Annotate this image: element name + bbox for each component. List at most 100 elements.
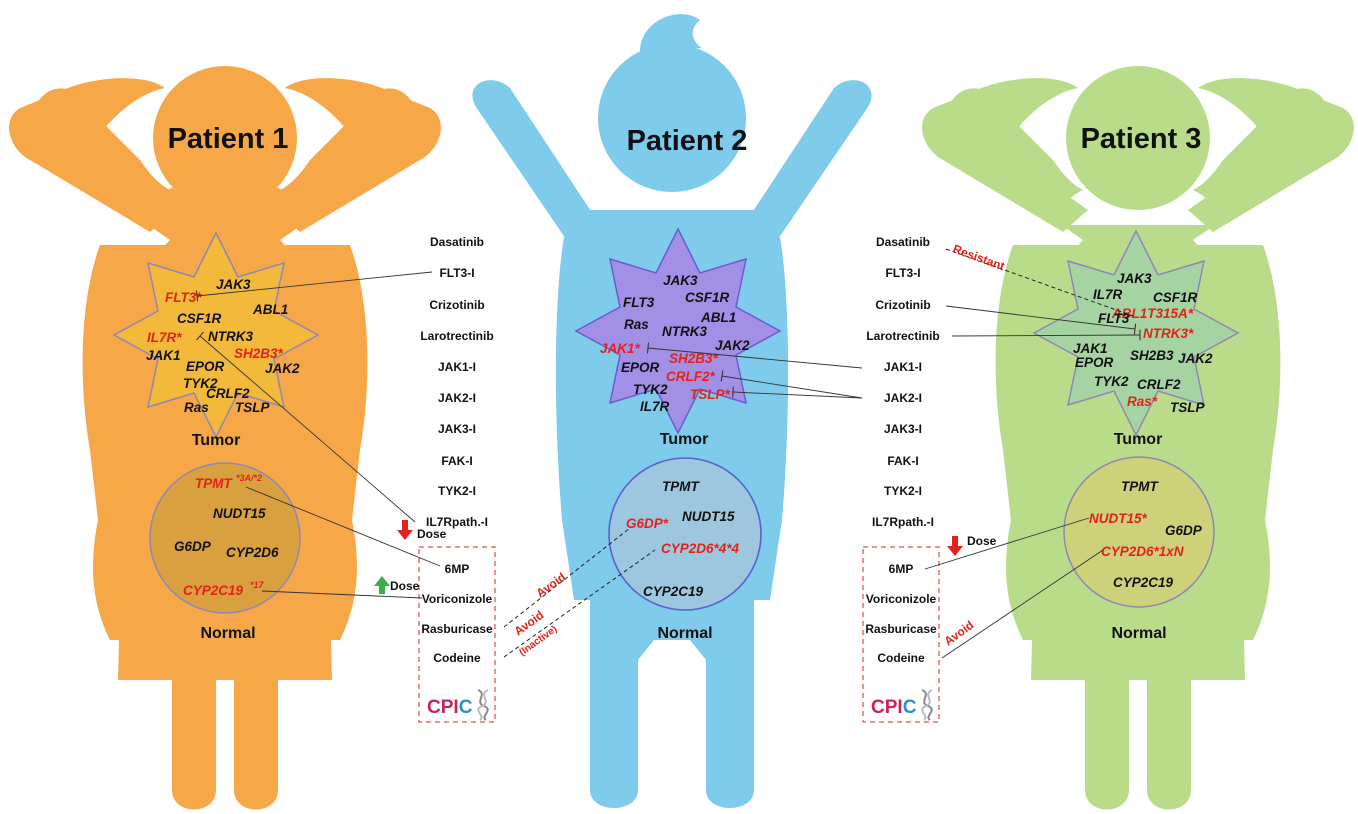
drug-tyk2-i: TYK2-I	[438, 484, 476, 498]
cpic-drug-voriconizole: Voriconizole	[422, 592, 493, 606]
cpic-drug-voriconizole: Voriconizole	[866, 592, 937, 606]
dose-down-arrow-icon	[947, 536, 963, 556]
gene-g6dp: G6DP	[174, 539, 212, 554]
drug-crizotinib: Crizotinib	[875, 298, 930, 312]
gene-nudt15: NUDT15	[213, 506, 266, 521]
patient-2-tumor-label: Tumor	[660, 431, 709, 448]
right-tumor-drug-list: Dasatinib FLT3-I Crizotinib Larotrectini…	[866, 235, 939, 529]
gene-jak2: JAK2	[1178, 351, 1213, 366]
gene-jak1: JAK1	[146, 348, 181, 363]
drug-jak1-i: JAK1-I	[884, 360, 922, 374]
gene-crlf2: CRLF2	[206, 386, 250, 401]
gene-sh2b3: SH2B3*	[234, 346, 284, 361]
drug-fak-i: FAK-I	[887, 454, 918, 468]
gene-cyp2d6: CYP2D6*1xN	[1101, 544, 1184, 559]
patient-1-title: Patient 1	[168, 123, 289, 155]
gene-csf1r: CSF1R	[177, 311, 222, 326]
gene-cyp2d6: CYP2D6*4*4	[661, 541, 740, 556]
drug-flt3-i: FLT3-I	[885, 266, 920, 280]
drug-dasatinib: Dasatinib	[876, 235, 930, 249]
gene-tyk2: TYK2	[1094, 374, 1129, 389]
gene-il7r: IL7R	[1093, 287, 1123, 302]
gene-jak3: JAK3	[216, 277, 251, 292]
patient-1-tumor-label: Tumor	[192, 432, 241, 449]
avoid-label: Avoid	[942, 618, 977, 649]
patient-3-normal-label: Normal	[1111, 625, 1166, 642]
gene-jak2: JAK2	[265, 361, 300, 376]
cpic-drug-6mp: 6MP	[889, 562, 914, 576]
gene-crlf2: CRLF2*	[666, 369, 715, 384]
gene-crlf2: CRLF2	[1137, 377, 1181, 392]
gene-jak1: JAK1	[1073, 341, 1108, 356]
gene-g6dp: G6DP	[1165, 523, 1203, 538]
gene-cyp2c19: CYP2C19	[1113, 575, 1174, 590]
patient-2: Patient 2 FLT3 JAK3 CSF1R Ras NTRK3 ABL1…	[472, 14, 871, 808]
gene-sh2b3: SH2B3*	[669, 351, 719, 366]
drug-flt3-i: FLT3-I	[439, 266, 474, 280]
dose-label: Dose	[417, 527, 447, 541]
gene-tpmt: TPMT	[195, 476, 233, 491]
gene-tpmt: TPMT	[1121, 479, 1159, 494]
gene-ras: Ras	[184, 400, 209, 415]
gene-flt3: FLT3*	[165, 290, 202, 305]
drug-il7rpath-i: IL7Rpath.-I	[872, 515, 934, 529]
gene-jak3: JAK3	[1117, 271, 1152, 286]
cpic-drug-rasburicase: Rasburicase	[865, 622, 937, 636]
patient-3-title: Patient 3	[1081, 123, 1202, 155]
cpic-logo-text: CPIC	[427, 697, 473, 718]
patient-1: Patient 1 FLT3* JAK3 ABL1 CSF1R IL7R* NT…	[9, 66, 441, 810]
drug-jak1-i: JAK1-I	[438, 360, 476, 374]
drug-crizotinib: Crizotinib	[429, 298, 484, 312]
gene-il7r: IL7R*	[147, 330, 182, 345]
gene-ntrk3: NTRK3	[662, 324, 707, 339]
drug-tyk2-i: TYK2-I	[884, 484, 922, 498]
gene-ras: Ras	[624, 317, 649, 332]
gene-sh2b3: SH2B3	[1130, 348, 1174, 363]
drug-fak-i: FAK-I	[441, 454, 472, 468]
drug-larotrectinib: Larotrectinib	[866, 329, 939, 343]
gene-tslp: TSLP	[1170, 400, 1205, 415]
gene-abl1: ABL1	[700, 310, 736, 325]
drug-jak3-i: JAK3-I	[884, 422, 922, 436]
drug-jak2-i: JAK2-I	[438, 391, 476, 405]
drug-dasatinib: Dasatinib	[430, 235, 484, 249]
gene-flt3: FLT3	[623, 295, 655, 310]
gene-g6dp: G6DP*	[626, 516, 669, 531]
gene-nudt15: NUDT15	[682, 509, 735, 524]
patient-2-normal-label: Normal	[657, 625, 712, 642]
patient-3-tumor-label: Tumor	[1114, 431, 1163, 448]
gene-epor: EPOR	[621, 360, 660, 375]
patient-2-title: Patient 2	[627, 125, 748, 157]
dose-down-arrow-icon	[397, 520, 413, 540]
drug-larotrectinib: Larotrectinib	[420, 329, 493, 343]
cpic-logo-cp: CP	[427, 697, 454, 718]
gene-jak3: JAK3	[663, 273, 698, 288]
gene-abl1: ABL1	[252, 302, 288, 317]
gene-epor: EPOR	[186, 359, 225, 374]
gene-tslp: TSLP*	[690, 387, 731, 402]
gene-jak2: JAK2	[715, 338, 750, 353]
resistant-label: Resistant	[951, 242, 1007, 274]
gene-cyp2d6: CYP2D6	[226, 545, 279, 560]
gene-cyp2c19: CYP2C19	[643, 584, 704, 599]
gene-cyp2c19-allele: *17	[250, 580, 265, 590]
gene-il7r: IL7R	[640, 399, 670, 414]
gene-csf1r: CSF1R	[1153, 290, 1198, 305]
gene-cyp2c19: CYP2C19	[183, 583, 244, 598]
dose-label: Dose	[390, 579, 420, 593]
cpic-drug-codeine: Codeine	[433, 651, 481, 665]
gene-csf1r: CSF1R	[685, 290, 730, 305]
gene-ntrk3: NTRK3	[208, 329, 253, 344]
left-tumor-drug-list: Dasatinib FLT3-I Crizotinib Larotrectini…	[420, 235, 493, 529]
gene-epor: EPOR	[1075, 355, 1114, 370]
cpic-logo-text: CPIC	[871, 697, 917, 718]
drug-jak3-i: JAK3-I	[438, 422, 476, 436]
gene-jak1: JAK1*	[600, 341, 641, 356]
gene-tslp: TSLP	[235, 400, 270, 415]
cpic-drug-6mp: 6MP	[445, 562, 470, 576]
gene-tyk2: TYK2	[633, 382, 668, 397]
patient-1-normal-label: Normal	[200, 625, 255, 642]
gene-tpmt-allele: *3A/*2	[236, 473, 262, 483]
drug-jak2-i: JAK2-I	[884, 391, 922, 405]
